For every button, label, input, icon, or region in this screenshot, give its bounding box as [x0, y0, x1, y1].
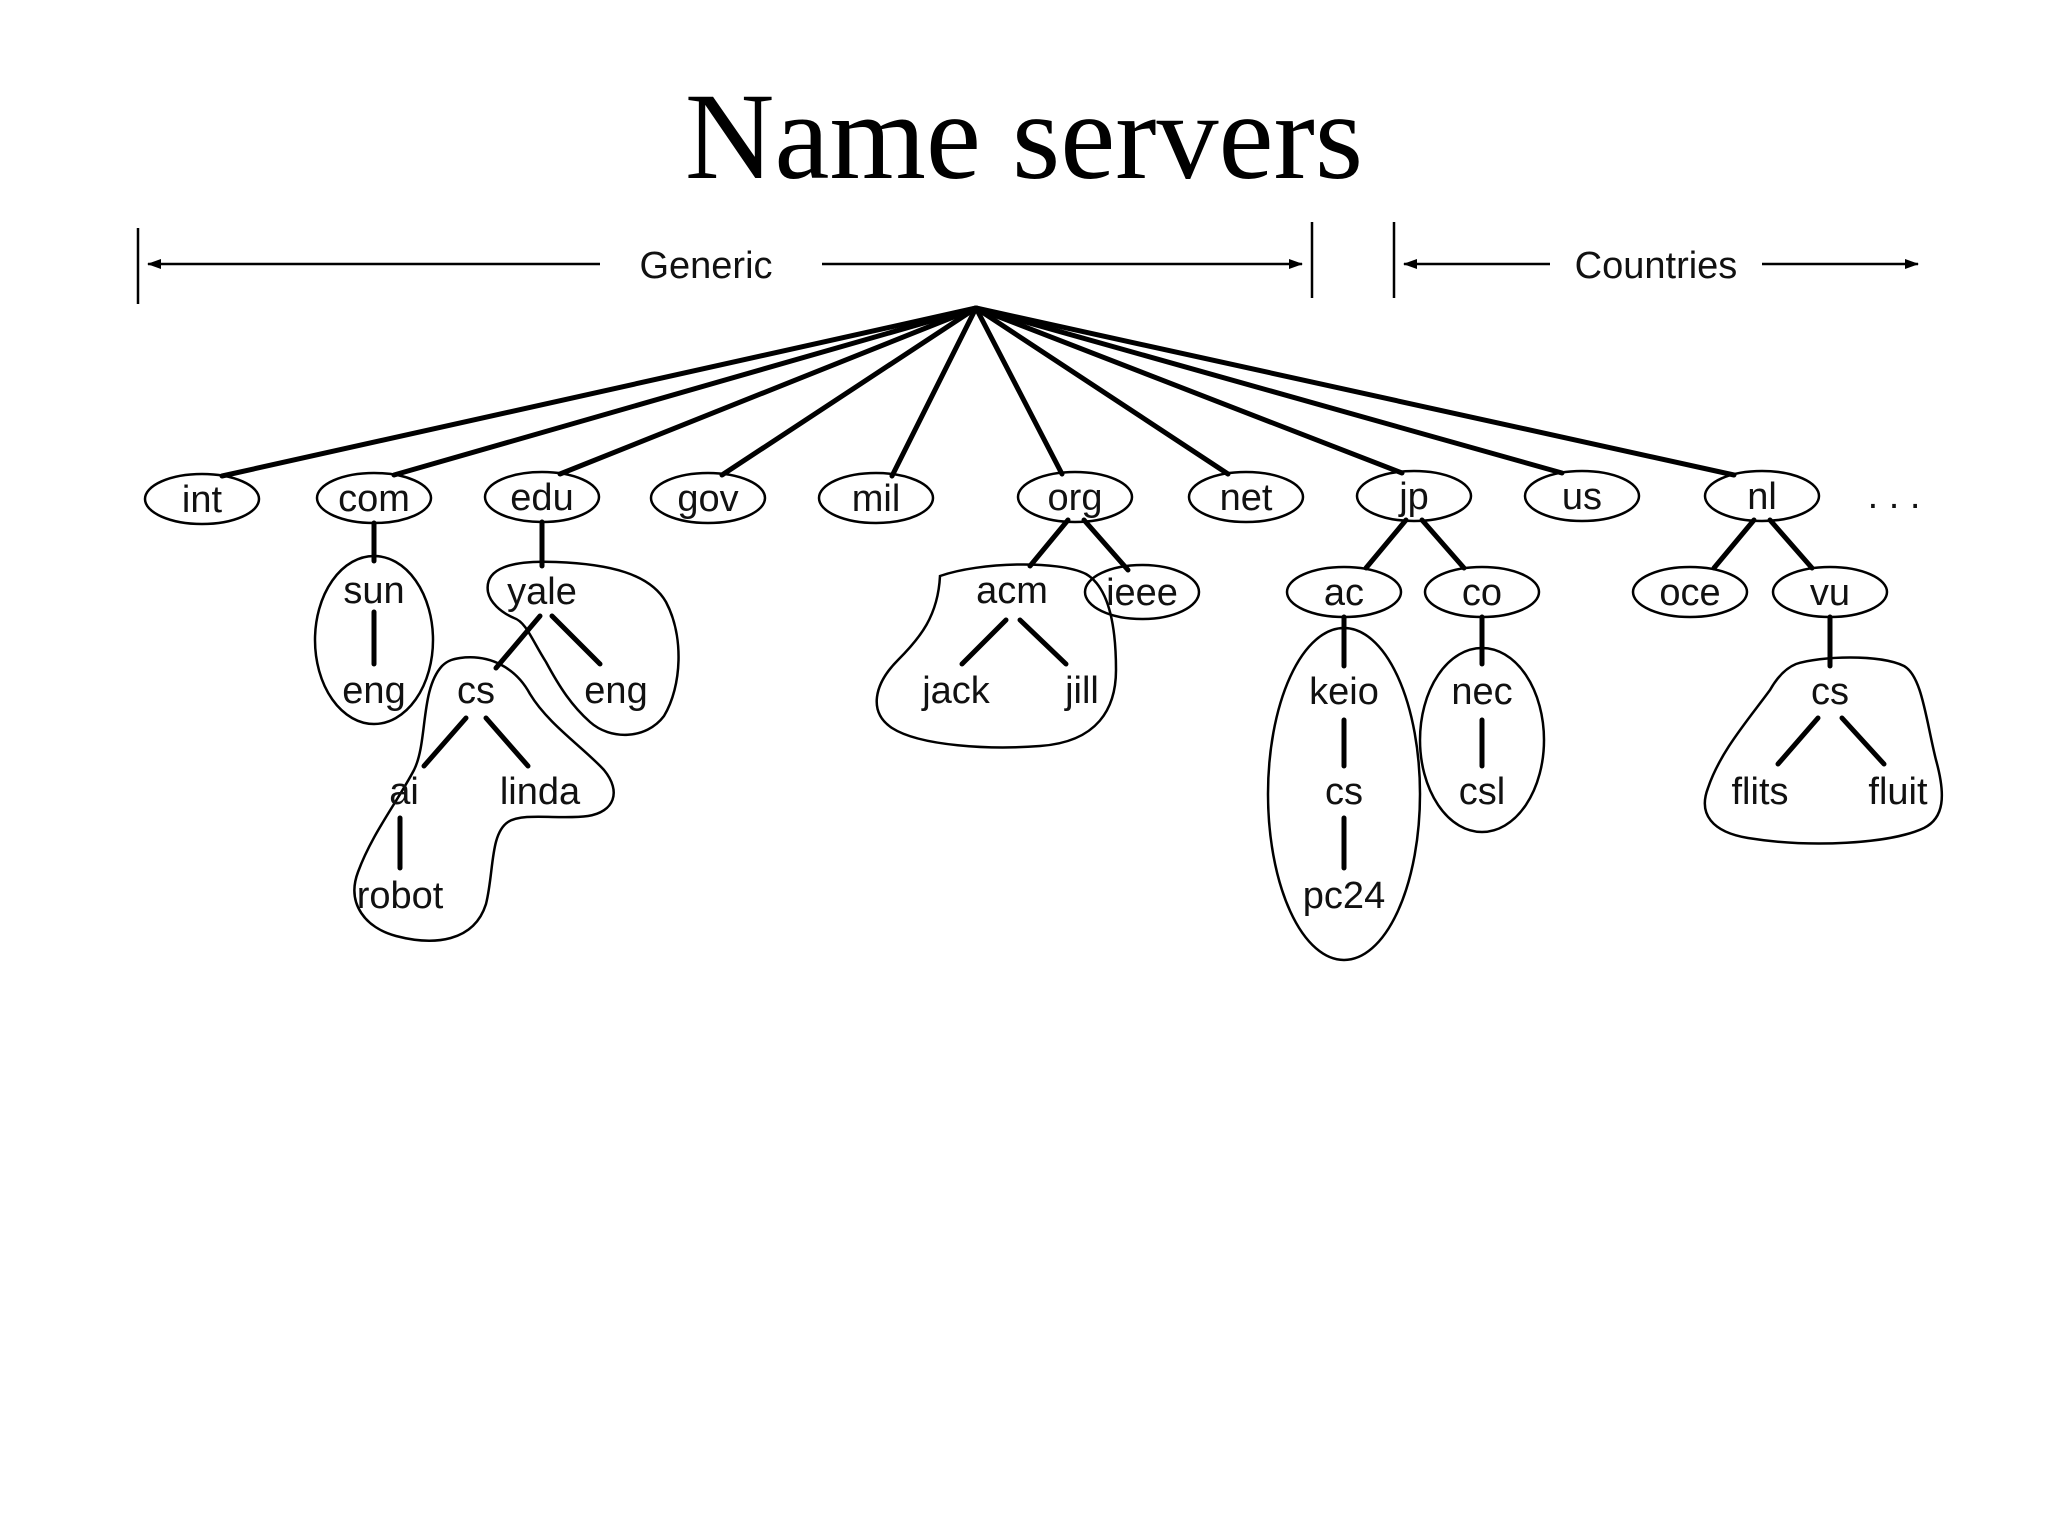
zone-keio	[1266, 626, 1422, 962]
node-ieee-ellipse	[1083, 563, 1201, 621]
node-net: net	[1187, 470, 1305, 524]
node-sun: sun	[343, 570, 404, 612]
node-us: us	[1523, 469, 1641, 523]
edge-nl-vu	[1767, 517, 1815, 571]
node-linda: linda	[500, 771, 581, 813]
edge-root-mil	[889, 305, 979, 479]
node-nl: nl	[1703, 469, 1821, 523]
node-co: co	[1423, 565, 1541, 619]
svg-text:jp: jp	[1398, 476, 1429, 518]
svg-text:nl: nl	[1747, 476, 1777, 518]
node-vu: vu	[1771, 565, 1889, 619]
node-flits: flits	[1732, 771, 1789, 813]
svg-text:mil: mil	[852, 478, 901, 520]
svg-text:ac: ac	[1324, 572, 1364, 614]
node-jill: jill	[1064, 670, 1099, 712]
edge-cs-fluit	[1839, 715, 1887, 767]
edge-acm-jill	[1017, 617, 1069, 667]
node-eng-yale: eng	[584, 670, 647, 712]
org-subtree: acm ieee jack jill	[875, 517, 1201, 749]
node-nec: nec	[1451, 671, 1512, 713]
nl-subtree: oce vu cs flits fluit	[1631, 517, 1944, 845]
edge-root-int	[219, 305, 979, 479]
edge-org-acm	[1027, 517, 1071, 569]
node-cs-vu: cs	[1811, 671, 1849, 713]
node-mil: mil	[817, 471, 935, 525]
edge-acm-jack	[959, 617, 1009, 667]
svg-text:vu: vu	[1810, 572, 1850, 614]
svg-text:gov: gov	[677, 478, 738, 520]
generic-range-bracket: Generic	[136, 222, 1314, 304]
edu-subtree: yale cs eng ai linda robot	[353, 519, 680, 942]
generic-label: Generic	[639, 245, 772, 287]
node-int: int	[143, 472, 261, 526]
svg-text:net: net	[1220, 477, 1273, 519]
edge-root-org	[973, 305, 1065, 477]
zone-cs-yale	[353, 656, 615, 942]
zone-yale	[486, 560, 680, 736]
edge-nl-oce	[1711, 517, 1757, 571]
edge-org-ieee	[1081, 517, 1131, 573]
zone-cs-vu	[1703, 656, 1944, 845]
more-domains-ellipsis: . . .	[1868, 475, 1921, 517]
edge-root-jp	[973, 305, 1405, 476]
node-jp: jp	[1355, 469, 1473, 523]
com-subtree: sun eng	[313, 520, 435, 726]
edge-jp-co	[1419, 517, 1467, 571]
edge-cs-ai	[421, 715, 469, 769]
node-ai: ai	[389, 771, 419, 813]
edge-jp-ac	[1363, 517, 1409, 571]
zone-acm	[875, 563, 1118, 749]
zone-sun	[313, 554, 435, 726]
node-gov: gov	[649, 471, 767, 525]
node-fluit: fluit	[1868, 771, 1928, 813]
edge-yale-eng	[549, 613, 603, 667]
node-cs-keio: cs	[1325, 771, 1363, 813]
root-edges	[219, 305, 1737, 479]
node-edu: edu	[483, 470, 601, 524]
edge-cs-linda	[483, 715, 531, 769]
edge-root-com	[391, 305, 979, 478]
node-cs-yale: cs	[457, 670, 495, 712]
node-csl: csl	[1459, 771, 1505, 813]
svg-text:edu: edu	[510, 477, 573, 519]
node-keio: keio	[1309, 671, 1379, 713]
edge-root-nl	[973, 305, 1737, 478]
node-acm: acm	[976, 570, 1048, 612]
edge-yale-cs	[493, 613, 543, 671]
countries-label: Countries	[1575, 245, 1738, 287]
node-yale: yale	[507, 571, 577, 613]
node-jack: jack	[921, 670, 991, 712]
edge-root-net	[973, 305, 1231, 477]
svg-text:co: co	[1462, 572, 1502, 614]
edge-cs-flits	[1775, 715, 1821, 767]
svg-text:oce: oce	[1659, 572, 1720, 614]
edge-root-edu	[557, 305, 979, 477]
edge-root-gov	[719, 305, 979, 478]
svg-text:int: int	[182, 479, 223, 521]
zone-nec	[1418, 646, 1546, 834]
node-org: org	[1016, 470, 1134, 524]
svg-text:us: us	[1562, 476, 1602, 518]
countries-range-bracket: Countries	[1392, 222, 1919, 298]
svg-text:com: com	[338, 478, 410, 520]
jp-subtree: ac co keio cs pc24 nec csl	[1266, 517, 1546, 962]
svg-text:org: org	[1048, 477, 1103, 519]
node-oce: oce	[1631, 565, 1749, 619]
node-ac: ac	[1285, 565, 1403, 619]
node-com: com	[315, 471, 433, 525]
node-pc24: pc24	[1303, 875, 1385, 917]
node-robot: robot	[357, 875, 444, 917]
node-ieee: ieee	[1106, 572, 1178, 614]
node-eng-sun: eng	[342, 670, 405, 712]
tld-nodes: int com edu gov mil org net jp us nl . .…	[143, 469, 1921, 526]
slide-title: Name servers	[684, 68, 1364, 205]
edge-root-us	[973, 305, 1565, 476]
